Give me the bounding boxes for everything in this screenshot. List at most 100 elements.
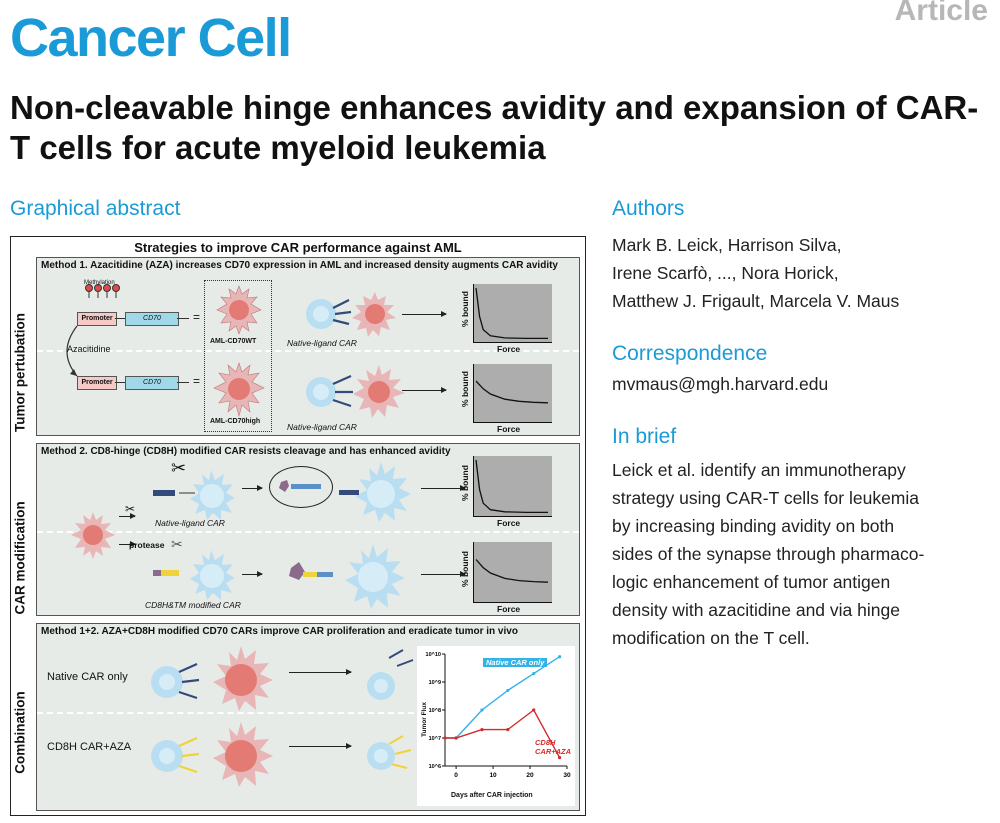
data-point — [558, 655, 562, 659]
plot-curve — [475, 380, 549, 404]
scissors-icon: ✂ — [125, 502, 136, 516]
plot-curve — [475, 287, 548, 340]
car-t-cell-icon — [153, 470, 235, 520]
data-point — [558, 755, 562, 760]
gene-line — [177, 318, 189, 319]
arrow — [289, 669, 352, 675]
data-point — [532, 671, 536, 676]
y-tick-label: 10^8 — [429, 708, 441, 714]
arrow — [242, 485, 263, 491]
x-axis-label: Force — [497, 518, 521, 528]
in-brief-heading: In brief — [612, 425, 677, 448]
series-line — [475, 287, 548, 340]
graphical-abstract-heading: Graphical abstract — [10, 197, 181, 220]
native-car-only-label: Native CAR only — [47, 671, 128, 683]
x-tick-label: 30 — [563, 772, 571, 779]
cleaved-car-icon — [279, 480, 321, 492]
cd8h-car-label: CD8H&TM modified CAR — [145, 600, 241, 610]
series-line — [475, 559, 549, 583]
in-brief-text: Leick et al. identify an immunotherapy s… — [612, 456, 924, 652]
y-tick-label: 10^10 — [426, 652, 441, 658]
method2-title: Method 2. CD8-hinge (CD8H) modified CAR … — [41, 446, 451, 457]
native-car-tumor-icon — [151, 646, 273, 711]
scissors-icon: ✂ — [171, 458, 187, 478]
promoter-box: Promoter — [77, 312, 117, 326]
y-tick-label: 10^7 — [429, 736, 441, 742]
methylation-icon — [85, 284, 120, 298]
binding-plot — [473, 284, 552, 343]
plot-curve — [475, 559, 549, 583]
arrow — [242, 571, 263, 577]
in-brief-line: Leick et al. identify an immunotherapy — [612, 460, 906, 480]
cd8h-car-t-cell-icon — [153, 550, 235, 600]
y-tick-label: 10^6 — [429, 764, 441, 770]
arrow — [402, 311, 447, 317]
methylation-label: Methylation — [84, 280, 115, 286]
x-tick-label: 10 — [489, 772, 497, 779]
dashed-divider — [37, 350, 579, 352]
binding-plot — [473, 364, 552, 423]
aml-dotted-box — [204, 280, 272, 432]
x-axis-label: Force — [497, 604, 521, 614]
car-label: Native-ligand CAR — [287, 422, 357, 432]
article-title: Non-cleavable hinge enhances avidity and… — [10, 89, 979, 166]
graphical-abstract: Strategies to improve CAR performance ag… — [10, 236, 586, 816]
arrow — [402, 387, 447, 393]
flux-x-axis-label: Days after CAR injection — [451, 792, 533, 799]
car-t-cell-icon — [367, 735, 412, 770]
row-label-combination: Combination — [12, 691, 28, 774]
car-t-binding-icon — [306, 365, 405, 418]
binding-plot — [473, 542, 552, 603]
data-point — [480, 727, 484, 732]
aml-high-label: AML-CD70high — [210, 418, 261, 425]
correspondence-heading: Correspondence — [612, 342, 768, 365]
method1-panel: Method 1. Azacitidine (AZA) increases CD… — [36, 257, 580, 436]
cleaved-fragment-oval — [269, 466, 333, 508]
data-point — [454, 736, 458, 740]
aml-cell-icon — [216, 285, 262, 335]
azacitidine-label: Azacitidine — [67, 344, 111, 354]
cd70-gene-box: CD70 — [125, 376, 179, 390]
flux-y-axis-label: Tumor Flux — [420, 702, 428, 737]
arrow — [119, 513, 136, 519]
scissors-icon: ✂ — [171, 536, 183, 552]
aml-cell-icon — [71, 512, 115, 559]
data-point — [480, 708, 484, 712]
y-axis-label: % bound — [459, 551, 470, 587]
cd8h-car-aza-label: CD8H CAR+AZA — [47, 741, 132, 753]
arrow — [421, 485, 466, 491]
x-axis-label: Force — [497, 344, 521, 354]
equals-sign: = — [193, 374, 201, 388]
in-brief-line: density with azacitidine and via hinge — [612, 600, 900, 620]
x-tick-label: 0 — [454, 772, 458, 779]
author-line: Mark B. Leick, Harrison Silva, — [612, 235, 842, 255]
t-cell-icon — [339, 462, 411, 522]
car-label: Native-ligand CAR — [287, 338, 357, 348]
gene-line — [177, 382, 189, 383]
native-car-label: Native-ligand CAR — [155, 518, 225, 528]
arrow — [119, 541, 136, 547]
arrow — [421, 571, 466, 577]
data-point — [506, 688, 510, 693]
y-axis-label: % bound — [459, 371, 470, 407]
y-axis-label: % bound — [459, 291, 470, 327]
data-point — [443, 736, 447, 740]
cd70-gene-box: CD70 — [125, 312, 179, 326]
journal-name: Cancer Cell — [10, 8, 292, 68]
car-t-cell-icon — [367, 649, 414, 700]
legend-native-car: Native CAR only — [483, 658, 548, 667]
gene-line — [115, 382, 125, 383]
aml-cell-icon — [213, 362, 265, 418]
in-brief-line: logic enhancement of tumor antigen — [612, 572, 891, 592]
series-line — [445, 708, 561, 758]
car-t-binding-icon — [306, 292, 396, 337]
article-type: Article — [894, 0, 988, 27]
method1-title: Method 1. Azacitidine (AZA) increases CD… — [41, 260, 558, 271]
correspondence-email[interactable]: mvmaus@mgh.harvard.edu — [612, 374, 829, 394]
x-axis-label: Force — [497, 424, 521, 434]
arrow — [289, 743, 352, 749]
dashed-divider — [37, 712, 414, 714]
gene-line — [115, 318, 125, 319]
